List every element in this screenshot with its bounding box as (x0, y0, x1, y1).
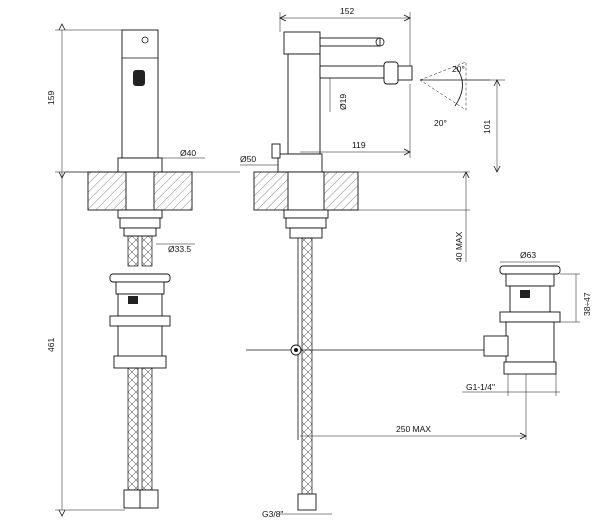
hose-left-lower (127, 367, 139, 491)
hot-cold-indicator-icon (141, 36, 149, 44)
dim-diam-19: Ø19 (338, 94, 348, 110)
side-body (287, 53, 321, 155)
side-view: 152 Ø19 20° 20° 101 119 Ø50 (240, 6, 592, 519)
dim-diam-33-5: Ø33.5 (168, 244, 191, 254)
mixer-body (121, 29, 159, 159)
dim-40-max: 40 MAX (454, 231, 464, 262)
dim-g1-1-4: G1-1/4" (466, 382, 495, 392)
hose-side (301, 237, 313, 495)
dim-461: 461 (46, 338, 56, 352)
front-view: 159 461 Ø40 Ø33.5 (46, 23, 240, 517)
spray-nozzle (383, 61, 399, 85)
dim-angle-top: 20° (452, 64, 465, 74)
dim-119: 119 (352, 140, 366, 150)
dim-diam-63: Ø63 (520, 250, 536, 260)
waste-cap (109, 273, 171, 283)
dim-g3-8: G3/8" (262, 509, 283, 519)
dim-38-47: 38÷47 (582, 292, 592, 316)
waste-cap-side (499, 265, 561, 275)
lever-handle (283, 31, 321, 55)
dim-diam-40: Ø40 (180, 148, 196, 158)
hose-left-upper (127, 235, 139, 267)
dim-101: 101 (482, 120, 492, 134)
dim-250-max: 250 MAX (396, 424, 431, 434)
waste-connector (483, 335, 509, 357)
nozzle-front-icon (133, 70, 145, 86)
hose-right-lower (141, 367, 153, 491)
dim-diam-50: Ø50 (240, 154, 256, 164)
hose-right-upper (141, 235, 153, 267)
dim-159: 159 (46, 91, 56, 105)
dim-angle-bottom: 20° (434, 118, 447, 128)
lever-arm (319, 37, 381, 47)
dim-152: 152 (340, 6, 354, 16)
